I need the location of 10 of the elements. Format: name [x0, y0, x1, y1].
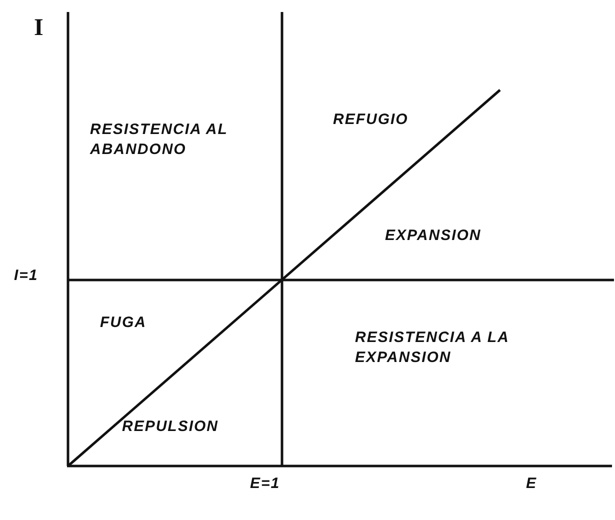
axis-label: E	[526, 474, 538, 494]
quadrant-label: REFUGIO	[333, 110, 408, 130]
quadrant-label: EXPANSION	[385, 226, 482, 246]
quadrant-label: RESISTENCIA A LA EXPANSION	[355, 328, 510, 368]
tick-label: E=1	[250, 474, 280, 494]
quadrant-label: RESISTENCIA AL ABANDONO	[90, 120, 229, 160]
axis-label: I	[34, 14, 44, 43]
axis-label: I=1	[14, 266, 38, 286]
quadrant-label: REPULSION	[122, 417, 219, 437]
quadrant-label: FUGA	[100, 313, 146, 333]
